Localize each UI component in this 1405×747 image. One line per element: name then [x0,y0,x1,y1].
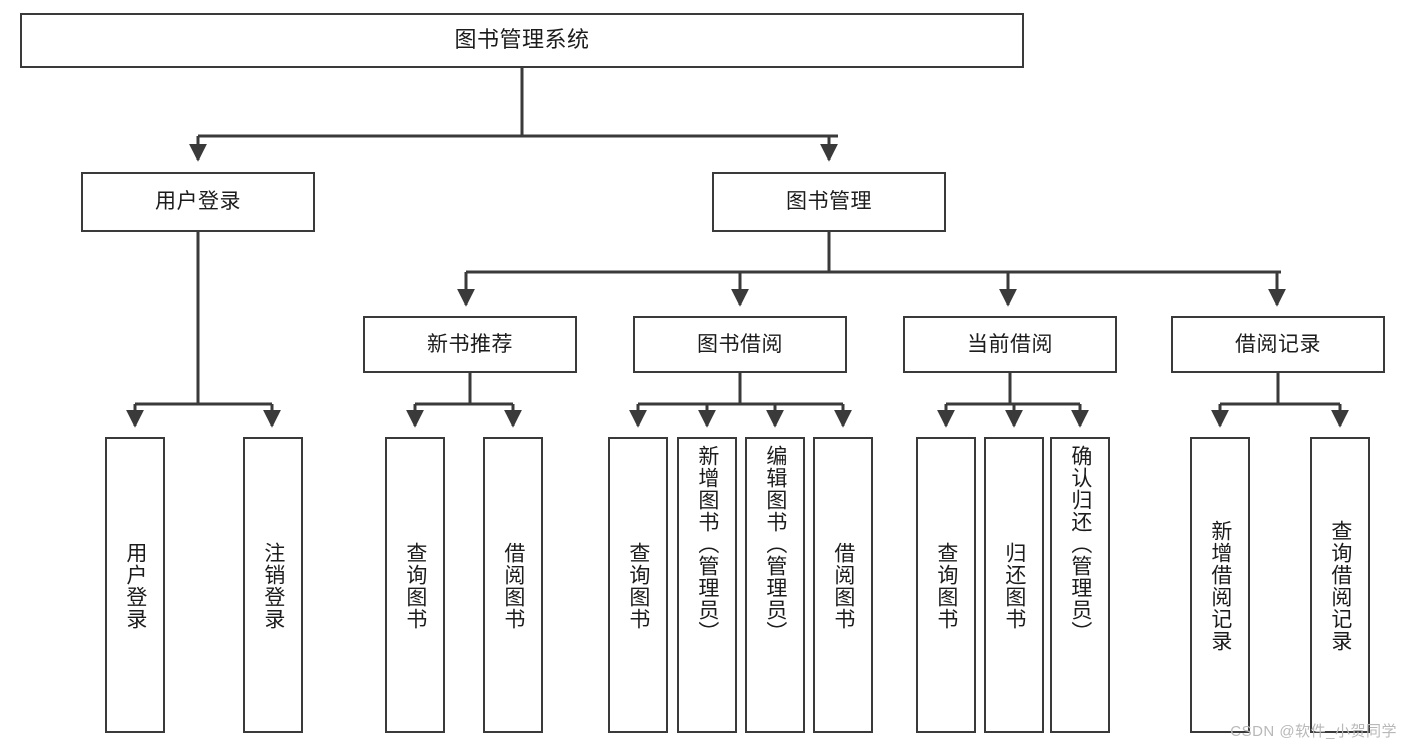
node-label: 编辑图书（管理员） [763,445,787,643]
node-user-login[interactable]: 用户登录 [81,172,315,232]
leaf-query-book-current[interactable]: 查询图书 [916,437,976,733]
node-label: 确认归还（管理员） [1068,445,1092,643]
node-root-system[interactable]: 图书管理系统 [20,13,1024,68]
node-book-borrow[interactable]: 图书借阅 [633,316,847,373]
node-label: 图书管理系统 [454,27,590,53]
node-label: 借阅记录 [1235,332,1321,356]
leaf-return-book[interactable]: 归还图书 [984,437,1044,733]
leaf-add-book-admin[interactable]: 新增图书（管理员） [677,437,737,733]
node-label: 借阅图书 [501,542,525,630]
node-label: 用户登录 [155,190,241,214]
node-label: 归还图书 [1002,542,1026,630]
node-label: 当前借阅 [967,332,1053,356]
node-label: 图书管理 [786,190,872,214]
node-label: 借阅图书 [831,542,855,630]
node-label: 图书借阅 [697,332,783,356]
node-new-book-recommend[interactable]: 新书推荐 [363,316,577,373]
leaf-borrow-book-recommend[interactable]: 借阅图书 [483,437,543,733]
leaf-query-borrow-record[interactable]: 查询借阅记录 [1310,437,1370,733]
node-label: 新增图书（管理员） [695,445,719,643]
leaf-borrow-book[interactable]: 借阅图书 [813,437,873,733]
leaf-add-borrow-record[interactable]: 新增借阅记录 [1190,437,1250,733]
leaf-confirm-return-admin[interactable]: 确认归还（管理员） [1050,437,1110,733]
node-label: 新书推荐 [427,332,513,356]
leaf-query-book-borrow[interactable]: 查询图书 [608,437,668,733]
leaf-edit-book-admin[interactable]: 编辑图书（管理员） [745,437,805,733]
node-label: 注销登录 [261,542,285,630]
node-label: 查询图书 [934,542,958,630]
node-current-borrow[interactable]: 当前借阅 [903,316,1117,373]
leaf-query-book-recommend[interactable]: 查询图书 [385,437,445,733]
node-label: 查询图书 [626,542,650,630]
node-label: 查询借阅记录 [1328,520,1352,652]
node-book-management[interactable]: 图书管理 [712,172,946,232]
leaf-user-login[interactable]: 用户登录 [105,437,165,733]
node-label: 用户登录 [123,542,147,630]
node-borrow-record[interactable]: 借阅记录 [1171,316,1385,373]
node-label: 查询图书 [403,542,427,630]
watermark-text: CSDN @软件_小贺同学 [1230,723,1397,740]
leaf-user-logout[interactable]: 注销登录 [243,437,303,733]
node-label: 新增借阅记录 [1208,520,1232,652]
